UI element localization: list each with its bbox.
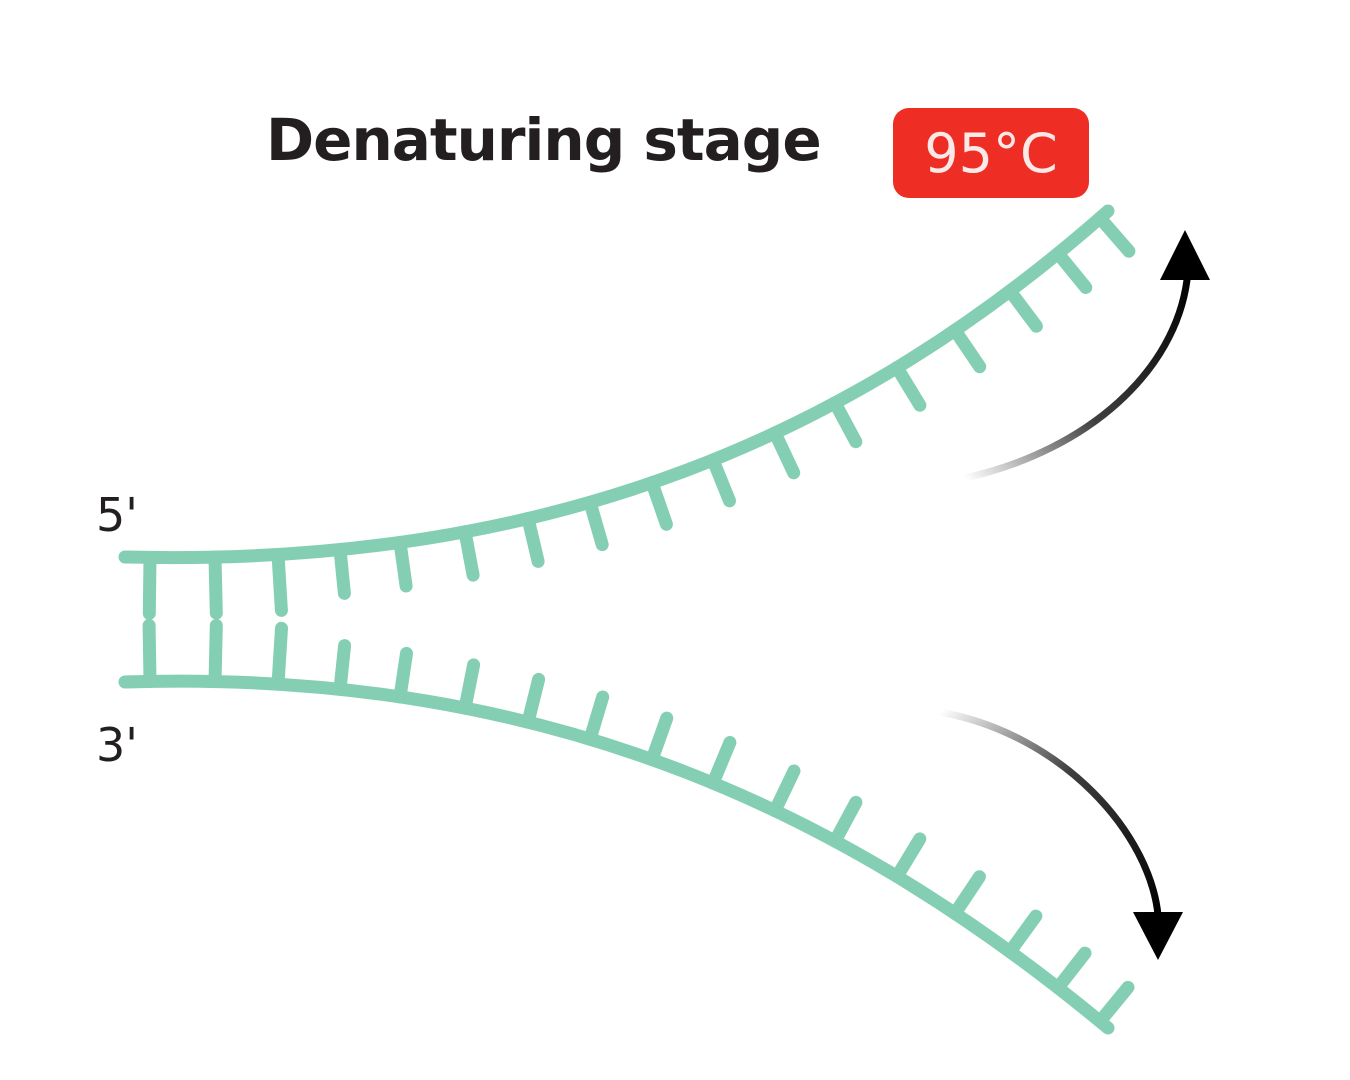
bottom-base-12 — [828, 795, 863, 848]
top-base-8 — [583, 495, 609, 552]
top-base-3 — [271, 548, 288, 617]
bottom-strand-bases — [142, 618, 1135, 1028]
bottom-base-7 — [521, 672, 546, 729]
bottom-base-2 — [208, 619, 223, 688]
top-base-16 — [1051, 246, 1093, 294]
bottom-base-11 — [768, 764, 801, 818]
top-base-17 — [1093, 211, 1136, 258]
top-base-12 — [828, 396, 863, 449]
temperature-badge: 95°C — [893, 108, 1089, 198]
bottom-base-14 — [948, 870, 986, 920]
bottom-base-17 — [1093, 980, 1135, 1028]
top-base-15 — [1003, 284, 1043, 333]
top-base-2 — [208, 550, 223, 620]
top-base-9 — [645, 476, 673, 531]
top-base-11 — [768, 426, 801, 480]
bottom-base-5 — [393, 646, 413, 704]
bottom-base-4 — [333, 639, 352, 696]
bottom-base-1 — [142, 618, 157, 688]
bottom-dna-strand — [118, 618, 1135, 1035]
top-strand-bases — [142, 211, 1136, 620]
bottom-base-6 — [458, 658, 481, 715]
curved-arrow-up-icon — [961, 230, 1210, 482]
top-base-10 — [706, 453, 736, 508]
top-base-14 — [948, 323, 987, 374]
bottom-base-9 — [645, 711, 674, 767]
bottom-base-10 — [706, 736, 737, 790]
bottom-base-16 — [1051, 946, 1092, 995]
top-base-4 — [333, 543, 351, 600]
top-base-5 — [393, 535, 413, 593]
top-base-6 — [458, 525, 480, 582]
top-base-1 — [142, 551, 157, 620]
top-strand-backbone — [118, 204, 1115, 565]
bottom-base-13 — [890, 832, 927, 883]
top-dna-strand — [118, 204, 1136, 620]
three-prime-label: 3' — [96, 718, 138, 772]
bottom-base-8 — [583, 690, 610, 746]
bottom-strand-backbone — [118, 674, 1115, 1035]
bottom-base-15 — [1003, 909, 1043, 959]
top-base-13 — [890, 361, 927, 412]
five-prime-label: 5' — [96, 488, 138, 542]
diagram-title: Denaturing stage — [266, 106, 822, 174]
curved-arrow-down-icon — [936, 708, 1183, 960]
bottom-base-3 — [271, 621, 288, 691]
top-base-7 — [521, 512, 545, 568]
